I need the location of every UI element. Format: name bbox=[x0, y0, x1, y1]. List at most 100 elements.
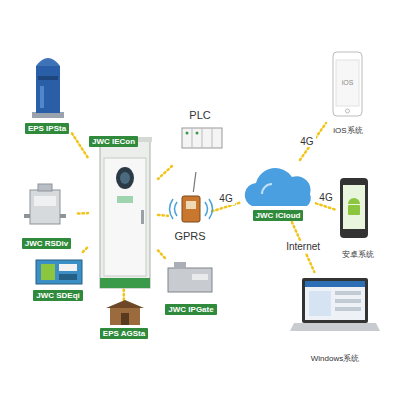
cloud-icon-part bbox=[262, 184, 272, 194]
laptop-icon-part bbox=[335, 291, 361, 295]
equipment-board-icon-part bbox=[59, 264, 77, 271]
gateway-icon-part bbox=[168, 268, 212, 292]
signal-link bbox=[78, 212, 88, 215]
equipment-board-icon-part bbox=[41, 264, 55, 280]
sensor-station-icon-part bbox=[36, 58, 60, 66]
android-phone-icon-part bbox=[343, 185, 365, 229]
control-cabinet-icon-part bbox=[100, 278, 150, 288]
android-phone-icon-part bbox=[348, 198, 360, 204]
device-tag: JWC RSDiv bbox=[15, 180, 78, 250]
name-tag: JWC IECon bbox=[89, 136, 138, 147]
laptop-icon-part bbox=[302, 278, 368, 323]
laptop-icon-part bbox=[305, 281, 365, 320]
link-label: Internet bbox=[284, 241, 322, 253]
caption-text: GPRS bbox=[174, 230, 205, 243]
plc-device-icon-part bbox=[182, 128, 222, 148]
caption-text: Windows系统 bbox=[311, 354, 359, 363]
laptop-icon-part bbox=[305, 281, 365, 287]
iphone-icon-part bbox=[346, 109, 350, 113]
laptop-icon-part bbox=[335, 299, 361, 303]
client-caption: 安卓系统 bbox=[336, 174, 380, 260]
android-phone-icon bbox=[340, 178, 368, 238]
distributor-icon-part bbox=[38, 184, 52, 191]
plc-device-icon-part bbox=[202, 128, 203, 148]
plc-device-icon bbox=[182, 128, 222, 148]
plc-device-icon-part bbox=[192, 128, 193, 148]
gprs-modem-icon bbox=[170, 196, 213, 222]
caption-text: 安卓系统 bbox=[342, 250, 374, 259]
distributor-icon-part bbox=[30, 190, 60, 224]
device-tag: JWC IPGate bbox=[162, 258, 220, 316]
cloud-icon bbox=[245, 168, 311, 206]
equipment-board-icon-part bbox=[36, 260, 82, 284]
signal-link bbox=[158, 250, 165, 258]
android-phone-icon-part bbox=[340, 178, 368, 238]
name-tag: EPS AGSta bbox=[100, 328, 148, 339]
iphone-icon bbox=[333, 52, 362, 116]
equipment-board-icon-part bbox=[59, 274, 77, 280]
iphone-icon-part bbox=[336, 60, 359, 106]
gateway-icon-part bbox=[174, 262, 186, 269]
station-hut-icon-part bbox=[121, 313, 129, 325]
control-cabinet-icon-part bbox=[116, 167, 134, 189]
gateway-icon bbox=[168, 262, 212, 292]
distributor-icon bbox=[24, 184, 66, 224]
client-caption: iOS系统 bbox=[326, 48, 370, 136]
wire-link bbox=[193, 172, 196, 192]
cloud-icon-part bbox=[245, 168, 311, 206]
gprs-modem-icon-part bbox=[175, 202, 178, 216]
name-tag: JWC RSDiv bbox=[22, 238, 72, 249]
link-label: 4G bbox=[217, 193, 234, 205]
caption-text: iOS系统 bbox=[333, 126, 362, 135]
control-cabinet-icon-part bbox=[100, 140, 150, 288]
name-tag: JWC iCloud bbox=[253, 210, 304, 221]
sensor-station-icon bbox=[32, 58, 64, 118]
laptop-icon bbox=[290, 278, 380, 331]
cabinet-tag: JWC IECon bbox=[88, 135, 158, 288]
distributor-icon-part bbox=[34, 196, 56, 206]
equipment-board-icon bbox=[36, 260, 82, 284]
android-phone-icon-part bbox=[348, 205, 360, 215]
distributor-icon-part bbox=[60, 214, 66, 218]
device-tag: JWC SDEqi bbox=[30, 252, 86, 302]
link-label: 4G bbox=[298, 136, 315, 148]
control-cabinet-icon-part bbox=[120, 172, 130, 184]
name-tag: EPS IPSta bbox=[25, 123, 69, 134]
signal-link bbox=[72, 133, 88, 158]
signal-link bbox=[122, 288, 125, 300]
gprs-modem-icon-part bbox=[186, 201, 196, 209]
screen-text: iOS bbox=[342, 79, 354, 87]
gateway-icon-part bbox=[192, 274, 208, 280]
device-tag: EPS AGSta bbox=[96, 300, 152, 340]
gprs-modem-icon-part bbox=[182, 196, 200, 222]
name-tag: JWC IPGate bbox=[165, 304, 216, 315]
laptop-icon-part bbox=[290, 323, 380, 331]
control-cabinet-icon-part bbox=[141, 210, 144, 224]
signal-link bbox=[83, 247, 88, 252]
sensor-station-icon-part bbox=[36, 66, 60, 113]
signal-link bbox=[316, 203, 336, 210]
laptop-icon-part bbox=[309, 291, 331, 316]
control-cabinet-icon bbox=[98, 137, 152, 288]
gprs-modem-icon-part bbox=[170, 199, 174, 219]
station-hut-icon-part bbox=[106, 300, 144, 308]
sensor-station-icon-part bbox=[40, 86, 44, 108]
device-tag: EPS IPSta bbox=[22, 55, 72, 135]
caption-text: PLC bbox=[189, 109, 210, 122]
plc-device-icon-part bbox=[196, 132, 199, 135]
sensor-station-icon-part bbox=[38, 76, 58, 80]
gprs-modem-icon-part bbox=[205, 202, 208, 216]
plc-device-icon-part bbox=[212, 128, 213, 148]
control-cabinet-icon-part bbox=[104, 158, 146, 276]
iphone-icon-part bbox=[333, 52, 362, 116]
distributor-icon-part bbox=[24, 214, 30, 218]
device-caption: GPRS bbox=[168, 192, 212, 244]
name-tag: JWC SDEqi bbox=[33, 290, 83, 301]
client-caption: Windows系统 bbox=[288, 272, 382, 364]
link-label: 4G bbox=[317, 192, 334, 204]
signal-link bbox=[158, 166, 172, 179]
signal-link bbox=[158, 214, 168, 217]
plc-device-icon-part bbox=[186, 132, 189, 135]
